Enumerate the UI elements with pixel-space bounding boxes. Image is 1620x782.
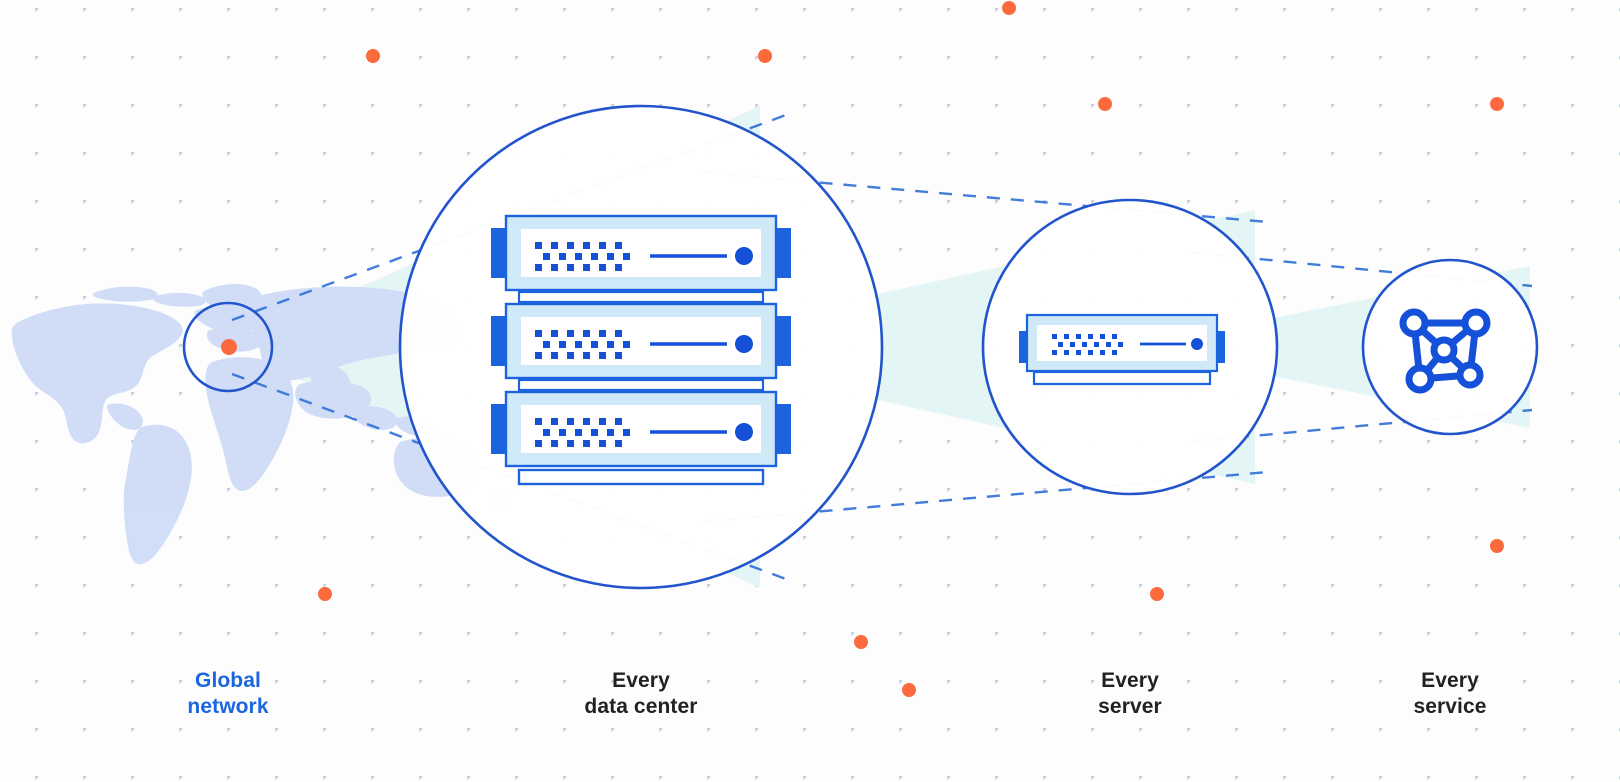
network-graph-icon [1399,308,1491,394]
server-vents [1052,334,1123,355]
stage-global-network[interactable] [182,301,274,393]
server-unit [491,214,791,292]
label-every-service: Every service [1413,669,1487,718]
accent-dot [1490,539,1504,553]
server-rack-icon [491,214,791,486]
accent-dot [1150,587,1164,601]
server-unit [491,302,791,380]
accent-dot [1490,97,1504,111]
rack-base [517,468,765,486]
accent-dot [758,49,772,63]
server-status-led [1191,338,1203,350]
single-server-icon [1019,313,1225,386]
global-network-location-dot [221,339,237,355]
server-status-led [735,247,753,265]
label-global-network: Global network [187,669,269,718]
rack-connector [517,290,765,304]
graph-node-center [1430,336,1458,364]
accent-dot [1098,97,1112,111]
server-status-led [735,335,753,353]
label-every-data-center: Every data center [584,669,698,718]
server-base [1032,370,1212,386]
server-vents [535,330,630,359]
global-network-circle[interactable] [182,301,274,393]
rack-connector [517,378,765,392]
server-vents [535,418,630,447]
label-every-server: Every server [1098,669,1162,718]
server-vents [535,242,630,271]
server-unit [491,390,791,468]
stage-every-data-center[interactable] [398,104,884,590]
accent-dot [1002,1,1016,15]
graph-node-bottom-right [1456,361,1484,389]
stage-every-server[interactable] [981,198,1279,496]
accent-dot [854,635,868,649]
graph-node-top-left [1399,308,1429,338]
orange-accent-dots [318,1,1504,697]
graph-node-bottom-left [1405,364,1435,394]
accent-dot [902,683,916,697]
graph-node-top-right [1461,308,1491,338]
stage-every-service[interactable] [1361,258,1539,436]
accent-dot [318,587,332,601]
accent-dot [366,49,380,63]
server-status-led [735,423,753,441]
